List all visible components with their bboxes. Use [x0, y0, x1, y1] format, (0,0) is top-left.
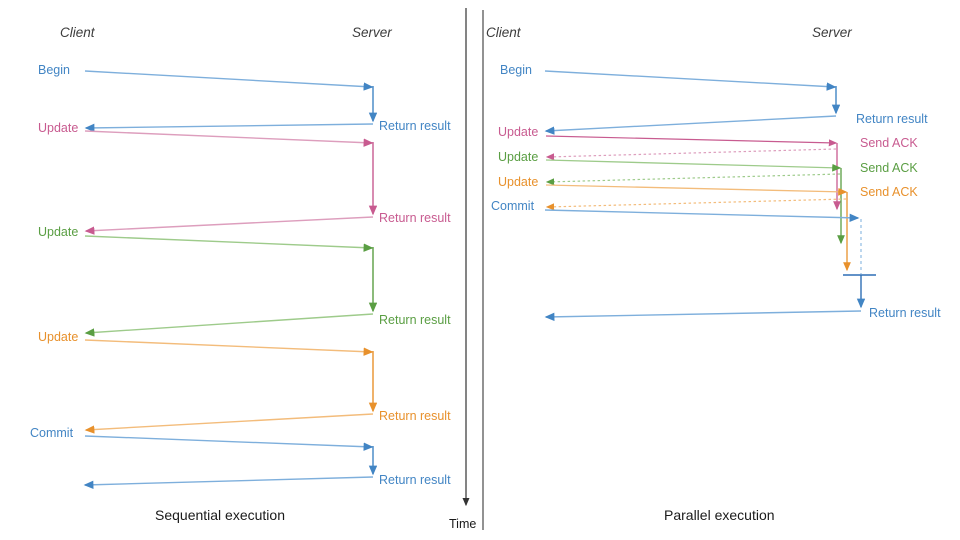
sequential-client-msg-begin: Begin [38, 63, 70, 77]
sequential-flow-update-pink [84, 130, 378, 235]
parallel-client-header: Client [486, 25, 521, 40]
sequential-flow-commit-blue [83, 435, 378, 489]
sequential-server-msg-return-4: Return result [379, 409, 451, 423]
parallel-flow-update-green [545, 159, 845, 245]
parallel-flow-update-orange [545, 184, 851, 272]
parallel-client-msg-update-pink: Update [498, 125, 539, 139]
parallel-flow-update-pink [545, 135, 841, 211]
sequential-flow-begin [84, 70, 378, 133]
sequential-flow-update-orange [84, 339, 378, 434]
time-axis-label: Time [449, 517, 477, 531]
sequential-panel-caption: Sequential execution [155, 507, 285, 523]
sequential-client-header: Client [60, 25, 95, 40]
parallel-panel-caption: Parallel execution [664, 507, 775, 523]
parallel-client-msg-commit: Commit [491, 199, 535, 213]
parallel-client-msg-update-green: Update [498, 150, 539, 164]
parallel-server-msg-send-ack-2: Send ACK [860, 161, 918, 175]
sequential-server-header: Server [352, 25, 392, 40]
sequential-server-msg-return-5: Return result [379, 473, 451, 487]
parallel-client-msg-update-orange: Update [498, 175, 539, 189]
parallel-server-msg-send-ack-1: Send ACK [860, 136, 918, 150]
sequential-client-msg-commit: Commit [30, 426, 74, 440]
parallel-flow-commit-blue [544, 209, 876, 322]
sequential-flow-update-green [84, 235, 378, 337]
sequential-server-msg-return-3: Return result [379, 313, 451, 327]
parallel-server-header: Server [812, 25, 852, 40]
parallel-client-msg-begin: Begin [500, 63, 532, 77]
parallel-server-msg-return-2: Return result [869, 306, 941, 320]
sequential-client-msg-update-green: Update [38, 225, 79, 239]
parallel-flow-begin [544, 70, 841, 135]
sequential-client-msg-update-pink: Update [38, 121, 79, 135]
sequential-client-msg-update-orange: Update [38, 330, 79, 344]
sequential-server-msg-return-2: Return result [379, 211, 451, 225]
sequential-server-msg-return-1: Return result [379, 119, 451, 133]
parallel-server-msg-send-ack-3: Send ACK [860, 185, 918, 199]
parallel-server-msg-return-1: Return result [856, 112, 928, 126]
